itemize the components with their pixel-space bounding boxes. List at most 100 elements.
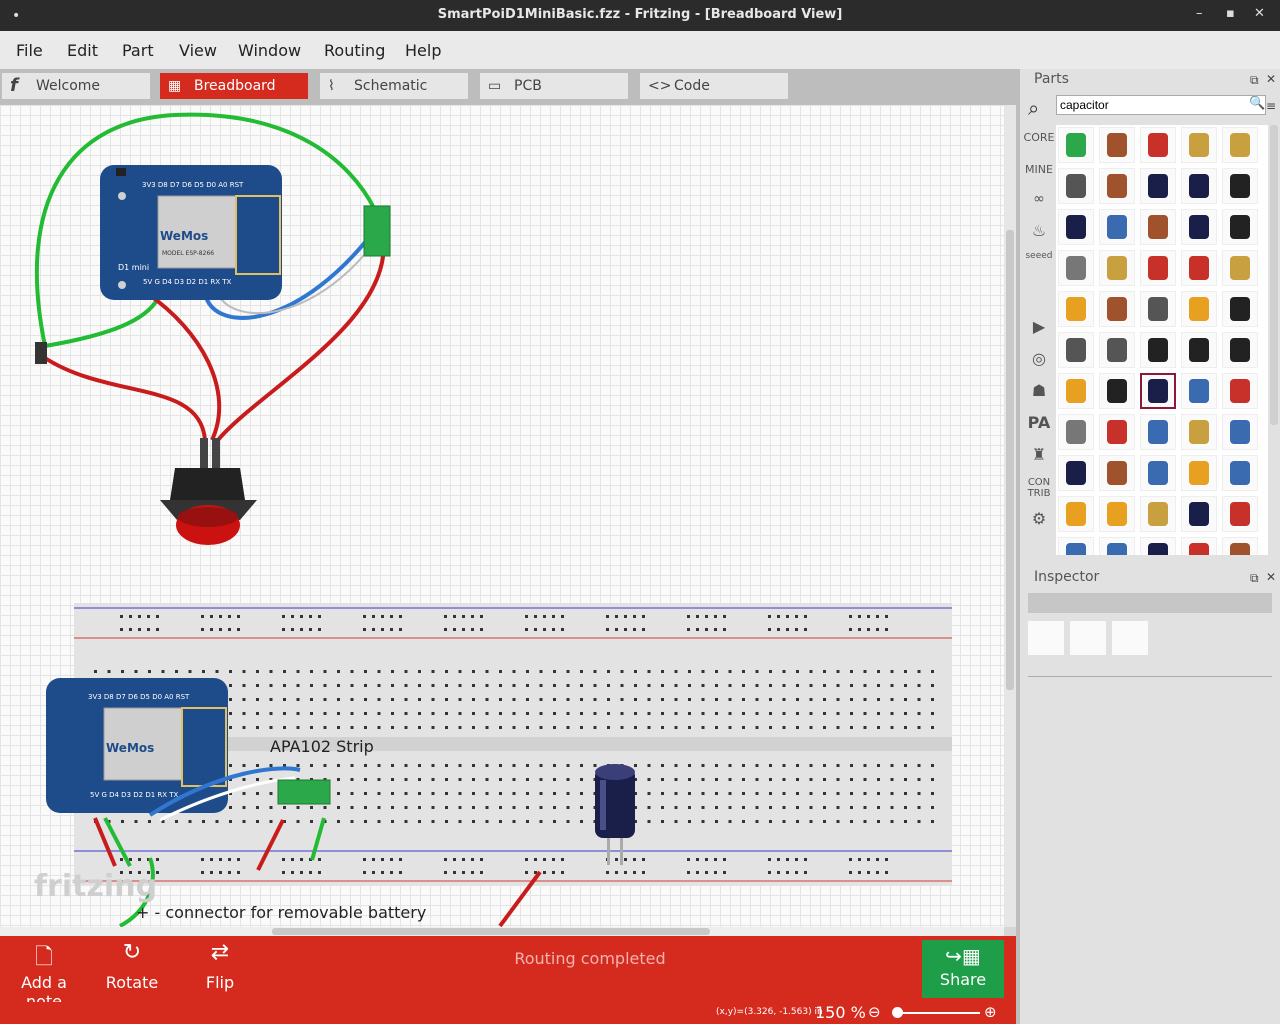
part-thumbnail[interactable] <box>1099 414 1135 450</box>
push-button[interactable] <box>160 438 257 545</box>
part-thumbnail[interactable] <box>1222 537 1258 555</box>
part-thumbnail[interactable] <box>1181 332 1217 368</box>
part-thumbnail[interactable] <box>1181 127 1217 163</box>
electrolytic-capacitor[interactable] <box>595 764 635 865</box>
part-thumbnail[interactable] <box>1140 496 1176 532</box>
part-thumbnail[interactable] <box>1058 496 1094 532</box>
part-thumbnail[interactable] <box>1140 209 1176 245</box>
close-button[interactable]: ✕ <box>1254 6 1265 21</box>
part-thumbnail[interactable] <box>1181 414 1217 450</box>
part-thumbnail[interactable] <box>1099 291 1135 327</box>
part-thumbnail[interactable] <box>1181 209 1217 245</box>
menu-view[interactable]: View <box>179 41 217 60</box>
part-thumbnail[interactable] <box>1058 250 1094 286</box>
part-thumbnail[interactable] <box>1058 332 1094 368</box>
menu-help[interactable]: Help <box>405 41 442 60</box>
part-thumbnail[interactable] <box>1181 373 1217 409</box>
pa-icon[interactable]: PA <box>1027 413 1051 432</box>
part-thumbnail[interactable] <box>1140 332 1176 368</box>
wire-red[interactable] <box>256 819 285 871</box>
part-thumbnail[interactable] <box>1099 332 1135 368</box>
part-thumbnail[interactable] <box>1222 455 1258 491</box>
float-panel-icon[interactable]: ⧉ <box>1250 571 1259 585</box>
sparkfun-flame-icon[interactable]: ♨ <box>1031 221 1047 240</box>
wire-red[interactable] <box>146 292 222 441</box>
part-thumbnail[interactable] <box>1058 373 1094 409</box>
close-panel-icon[interactable]: ✕ <box>1266 72 1277 86</box>
part-thumbnail[interactable] <box>1099 250 1135 286</box>
part-thumbnail[interactable] <box>1181 455 1217 491</box>
part-thumbnail[interactable] <box>1058 455 1094 491</box>
part-thumbnail[interactable] <box>1222 332 1258 368</box>
part-thumbnail[interactable] <box>1222 209 1258 245</box>
wire-green[interactable] <box>119 857 155 927</box>
canvas-vertical-scrollbar[interactable] <box>1004 105 1016 927</box>
part-thumbnail[interactable] <box>1181 496 1217 532</box>
wire-green[interactable] <box>44 293 162 348</box>
part-thumbnail[interactable] <box>1099 209 1135 245</box>
menu-routing[interactable]: Routing <box>324 41 386 60</box>
part-thumbnail[interactable] <box>1058 537 1094 555</box>
zoom-slider[interactable] <box>894 1012 980 1014</box>
tab-breadboard[interactable]: ▦ Breadboard <box>160 73 308 99</box>
part-thumbnail[interactable] <box>1099 496 1135 532</box>
wire-red[interactable] <box>498 870 542 927</box>
arduino-icon[interactable]: ∞ <box>1033 191 1045 207</box>
wemos-d1-mini-bottom[interactable]: 3V3 D8 D7 D6 D5 D0 A0 RST 5V G D4 D3 D2 … <box>46 678 228 813</box>
menu-part[interactable]: Part <box>122 41 154 60</box>
part-thumbnail[interactable] <box>1140 168 1176 204</box>
scroll-thumb[interactable] <box>1006 230 1014 690</box>
part-thumbnail[interactable] <box>1140 455 1176 491</box>
wire-green[interactable] <box>310 817 326 861</box>
menu-window[interactable]: Window <box>238 41 302 60</box>
canvas-horizontal-scrollbar[interactable] <box>0 927 1004 936</box>
part-thumbnail[interactable] <box>1222 127 1258 163</box>
robot-icon[interactable]: ☗ <box>1031 381 1047 400</box>
wire-green[interactable] <box>103 817 132 867</box>
menu-edit[interactable]: Edit <box>67 41 98 60</box>
scroll-thumb[interactable] <box>272 928 710 935</box>
apa102-connector-top[interactable] <box>363 205 391 257</box>
part-thumbnail[interactable] <box>1181 168 1217 204</box>
wire-red[interactable] <box>93 817 117 867</box>
part-thumbnail[interactable] <box>1140 537 1176 555</box>
part-thumbnail[interactable] <box>1222 373 1258 409</box>
part-thumbnail[interactable] <box>1140 127 1176 163</box>
zoom-in-icon[interactable]: ⊕ <box>984 1003 997 1021</box>
maximize-button[interactable]: ▪ <box>1226 6 1235 21</box>
part-thumbnail[interactable] <box>1058 414 1094 450</box>
parts-search-input[interactable] <box>1056 95 1266 115</box>
part-thumbnail[interactable] <box>1181 250 1217 286</box>
magnifier-icon[interactable]: ⌕ <box>1028 96 1040 120</box>
apa102-connector[interactable] <box>277 779 331 805</box>
part-thumbnail[interactable] <box>1099 168 1135 204</box>
part-thumbnail[interactable] <box>1222 496 1258 532</box>
minimize-button[interactable]: – <box>1196 6 1203 21</box>
part-thumbnail[interactable] <box>1058 291 1094 327</box>
part-thumbnail[interactable] <box>1181 291 1217 327</box>
window-menu-dot-icon[interactable]: • <box>12 8 21 24</box>
part-thumbnail[interactable] <box>1058 209 1094 245</box>
part-thumbnail[interactable] <box>1222 250 1258 286</box>
part-thumbnail[interactable] <box>1181 537 1217 555</box>
share-button[interactable]: ↪▦ Share <box>922 940 1004 998</box>
close-panel-icon[interactable]: ✕ <box>1266 570 1277 584</box>
part-thumbnail[interactable] <box>1099 537 1135 555</box>
tab-code[interactable]: <> Code <box>640 73 788 99</box>
tab-schematic[interactable]: ⌇ Schematic <box>320 73 468 99</box>
rotate-button[interactable]: ↻ Rotate <box>98 936 166 1002</box>
wire-red[interactable] <box>43 356 207 441</box>
part-thumbnail[interactable] <box>1099 455 1135 491</box>
wire-green[interactable] <box>35 112 377 347</box>
parts-menu-icon[interactable]: ≡ <box>1266 99 1277 113</box>
add-note-button[interactable]: 🗋 Add a note <box>2 936 86 1011</box>
snootlab-icon[interactable]: ◎ <box>1032 349 1046 368</box>
part-thumbnail[interactable] <box>1222 414 1258 450</box>
parts-scrollbar[interactable] <box>1270 125 1278 425</box>
bin-core[interactable]: CORE <box>1023 131 1055 144</box>
gear-icon[interactable]: ⚙ <box>1031 509 1047 528</box>
search-icon[interactable]: 🔍 <box>1249 96 1266 111</box>
piano-icon[interactable]: ♜ <box>1031 445 1047 464</box>
part-thumbnail[interactable] <box>1140 291 1176 327</box>
flip-button[interactable]: ⇄ Flip <box>190 936 250 1002</box>
